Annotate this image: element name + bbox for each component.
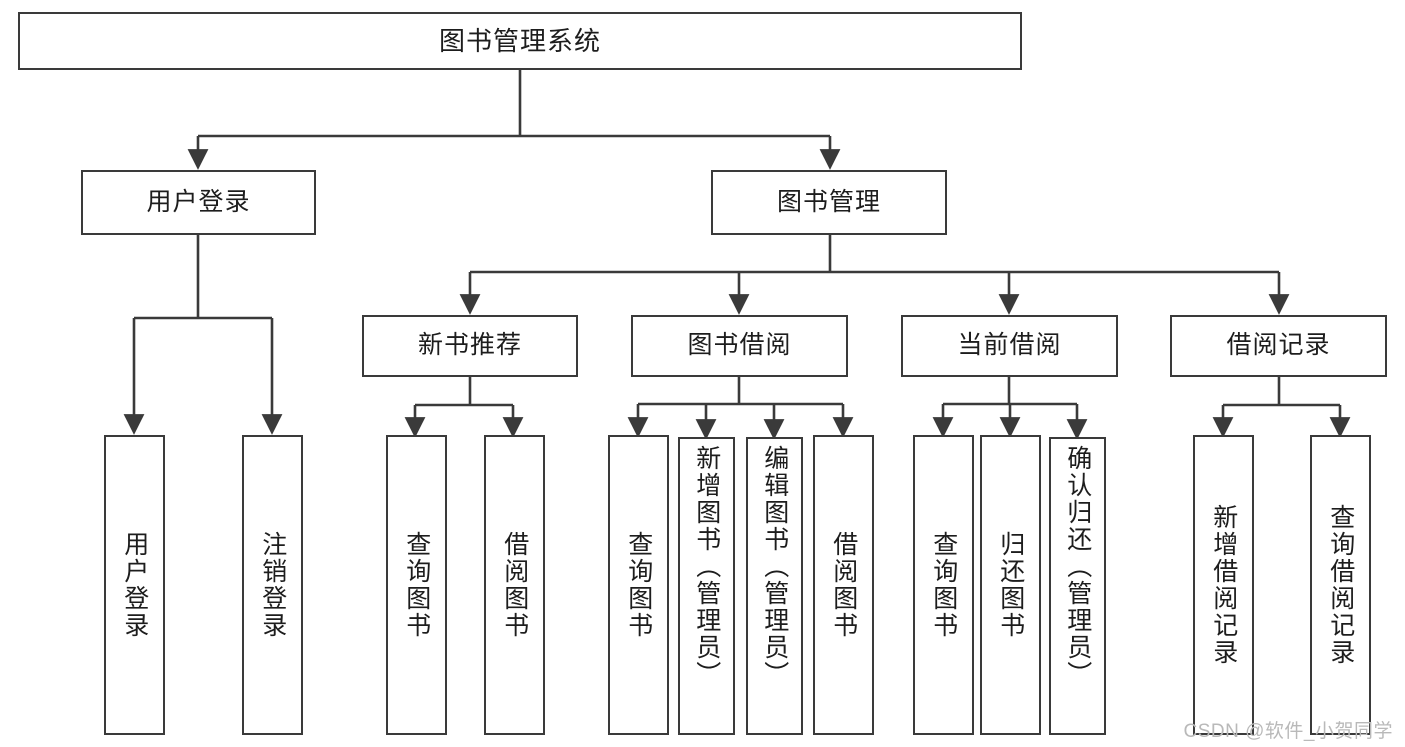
node-label: 新增借阅记录 [1209, 504, 1238, 666]
node-book-management[interactable]: 图书管理 [711, 170, 947, 235]
node-label: 借阅图书 [500, 531, 529, 639]
node-leaf-edit-book[interactable]: 编辑图书（管理员） [746, 437, 803, 735]
node-book-borrow[interactable]: 图书借阅 [631, 315, 848, 377]
node-label: 当前借阅 [957, 331, 1062, 360]
node-label: 图书管理系统 [438, 25, 601, 56]
node-label: 查询借阅记录 [1326, 504, 1355, 666]
watermark: CSDN @软件_小贺同学 [1183, 721, 1393, 742]
node-label: 图书管理 [776, 187, 881, 216]
node-new-book-recommend[interactable]: 新书推荐 [362, 315, 578, 377]
node-label: 借阅图书 [829, 531, 858, 639]
node-label: 新书推荐 [417, 331, 522, 360]
node-label: 归还图书 [996, 531, 1025, 639]
node-leaf-add-book[interactable]: 新增图书（管理员） [678, 437, 735, 735]
node-borrow-record[interactable]: 借阅记录 [1170, 315, 1387, 377]
node-label: 用户登录 [146, 187, 251, 216]
node-leaf-query-book-current[interactable]: 查询图书 [913, 435, 974, 735]
node-label: 查询图书 [929, 531, 958, 639]
node-leaf-add-borrow-record[interactable]: 新增借阅记录 [1193, 435, 1254, 735]
node-leaf-borrow-book[interactable]: 借阅图书 [813, 435, 874, 735]
node-label: 借阅记录 [1226, 331, 1331, 360]
node-leaf-borrow-book-recommend[interactable]: 借阅图书 [484, 435, 545, 735]
node-leaf-user-login[interactable]: 用户登录 [104, 435, 165, 735]
node-label: 查询图书 [624, 531, 653, 639]
node-leaf-return-book[interactable]: 归还图书 [980, 435, 1041, 735]
node-leaf-query-book-recommend[interactable]: 查询图书 [386, 435, 447, 735]
node-user-login[interactable]: 用户登录 [81, 170, 316, 235]
node-label: 图书借阅 [687, 331, 792, 360]
node-label: 注销登录 [258, 531, 287, 639]
node-leaf-confirm-return[interactable]: 确认归还（管理员） [1049, 437, 1106, 735]
node-label: 新增图书（管理员） [692, 445, 721, 688]
node-root-book-management-system[interactable]: 图书管理系统 [18, 12, 1022, 70]
node-leaf-query-book-borrow[interactable]: 查询图书 [608, 435, 669, 735]
node-label: 编辑图书（管理员） [760, 445, 789, 688]
node-label: 确认归还（管理员） [1063, 445, 1092, 688]
node-leaf-logout[interactable]: 注销登录 [242, 435, 303, 735]
node-label: 用户登录 [120, 531, 149, 639]
node-current-borrow[interactable]: 当前借阅 [901, 315, 1118, 377]
node-label: 查询图书 [402, 531, 431, 639]
node-leaf-query-borrow-record[interactable]: 查询借阅记录 [1310, 435, 1371, 735]
